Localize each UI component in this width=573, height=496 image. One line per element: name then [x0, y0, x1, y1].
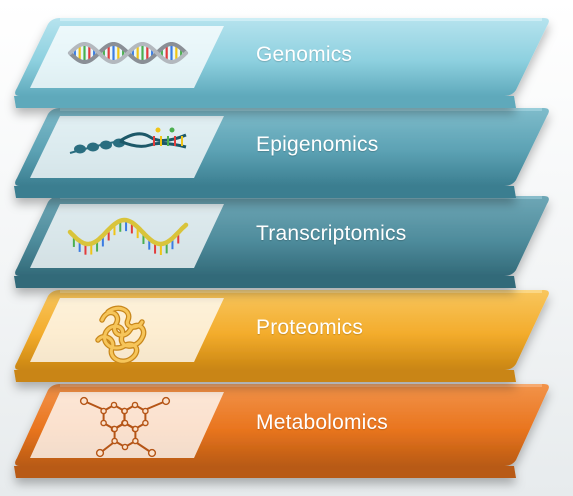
icon-card: [30, 26, 224, 88]
icon-card: [30, 116, 224, 178]
layer-edge: [14, 466, 516, 478]
icon-card: [30, 204, 224, 268]
layer-edge: [14, 96, 516, 108]
folded-protein-icon: [95, 305, 147, 364]
layer-edge: [14, 276, 516, 288]
metabolite-molecule-icon: [79, 396, 171, 458]
layer-label-transcriptomics: Transcriptomics: [256, 222, 407, 245]
layer-epigenomics: [14, 108, 549, 198]
layer-label-proteomics: Proteomics: [256, 316, 364, 339]
rna-strand-icon: [67, 217, 189, 255]
layer-genomics: [14, 18, 549, 108]
layer-proteomics: [14, 290, 549, 382]
layer-transcriptomics: [14, 196, 549, 288]
chromatin-unwinding-icon: [69, 127, 187, 154]
dna-double-helix-icon: [68, 42, 188, 64]
layer-label-metabolomics: Metabolomics: [256, 411, 388, 434]
layer-edge: [14, 370, 516, 382]
layer-metabolomics: [14, 384, 549, 478]
layer-edge: [14, 186, 516, 198]
layer-label-epigenomics: Epigenomics: [256, 133, 379, 156]
layer-label-genomics: Genomics: [256, 43, 353, 66]
